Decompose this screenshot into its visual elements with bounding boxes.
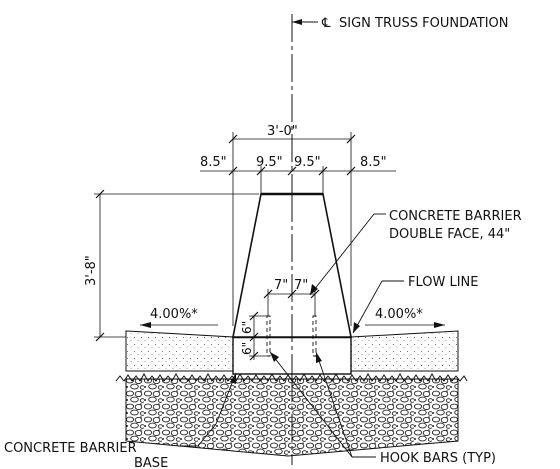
gravel-top-edge	[115, 372, 468, 382]
pavement-right	[350, 330, 459, 372]
dim-vertical-upper: 6"	[240, 321, 254, 334]
tick	[228, 134, 238, 144]
gravel-subbase	[125, 378, 459, 457]
callout-hook-bars: HOOK BARS (TYP)	[380, 451, 496, 466]
dim-right-offset: 8.5"	[360, 155, 387, 170]
callout-barrier-leader	[309, 213, 375, 296]
callout-base-line2: BASE	[134, 456, 168, 469]
base-arrow	[230, 373, 236, 384]
dim-bar-left: 7"	[274, 278, 288, 293]
callout-barrier-arrow	[310, 284, 318, 295]
dim-bar-right: 7"	[294, 278, 308, 293]
callout-barrier-line2: DOUBLE FACE, 44"	[389, 227, 510, 242]
tick	[346, 134, 356, 144]
flow-arrow	[353, 322, 360, 333]
callout-base-line1: CONCRETE BARRIER	[4, 441, 137, 456]
slope-right-label: 4.00%*	[375, 307, 423, 322]
tick	[95, 332, 105, 342]
tick	[310, 289, 320, 299]
dim-total-width: 3'-0"	[267, 124, 298, 139]
tick	[249, 332, 259, 342]
callout-flow-line: FLOW LINE	[408, 275, 479, 290]
dim-left-offset: 8.5"	[200, 155, 227, 170]
centerline-arrow	[292, 19, 302, 25]
tick	[249, 311, 259, 321]
slope-left-arrow	[140, 322, 151, 328]
dim-left-half-top: 9.5"	[256, 155, 283, 170]
pavement-left	[125, 330, 234, 372]
dim-right-half-top: 9.5"	[294, 155, 321, 170]
slope-left-label: 4.00%*	[150, 307, 198, 322]
hook-leader-2	[315, 351, 353, 458]
tick	[346, 166, 356, 176]
flow-leader	[352, 280, 383, 334]
tick	[256, 166, 266, 176]
tick	[95, 189, 105, 199]
centerline-label: SIGN TRUSS FOUNDATION	[339, 16, 509, 31]
tick	[318, 166, 328, 176]
tick	[228, 166, 238, 176]
hook-arrow-1	[270, 352, 279, 362]
centerline-symbol: ℄	[321, 16, 331, 31]
tick	[263, 289, 273, 299]
base-leader	[197, 423, 217, 447]
dim-height: 3'-8"	[84, 255, 99, 286]
dim-vertical-lower: 6"	[240, 342, 254, 355]
hook-bar-right	[312, 315, 317, 357]
tick	[287, 289, 297, 299]
tick	[287, 166, 297, 176]
hook-bar-left	[266, 315, 271, 357]
hook-arrow-2	[316, 352, 322, 363]
callout-barrier-line1: CONCRETE BARRIER	[389, 209, 522, 224]
slope-right-arrow	[434, 322, 445, 328]
hook-leader-1	[269, 351, 353, 458]
